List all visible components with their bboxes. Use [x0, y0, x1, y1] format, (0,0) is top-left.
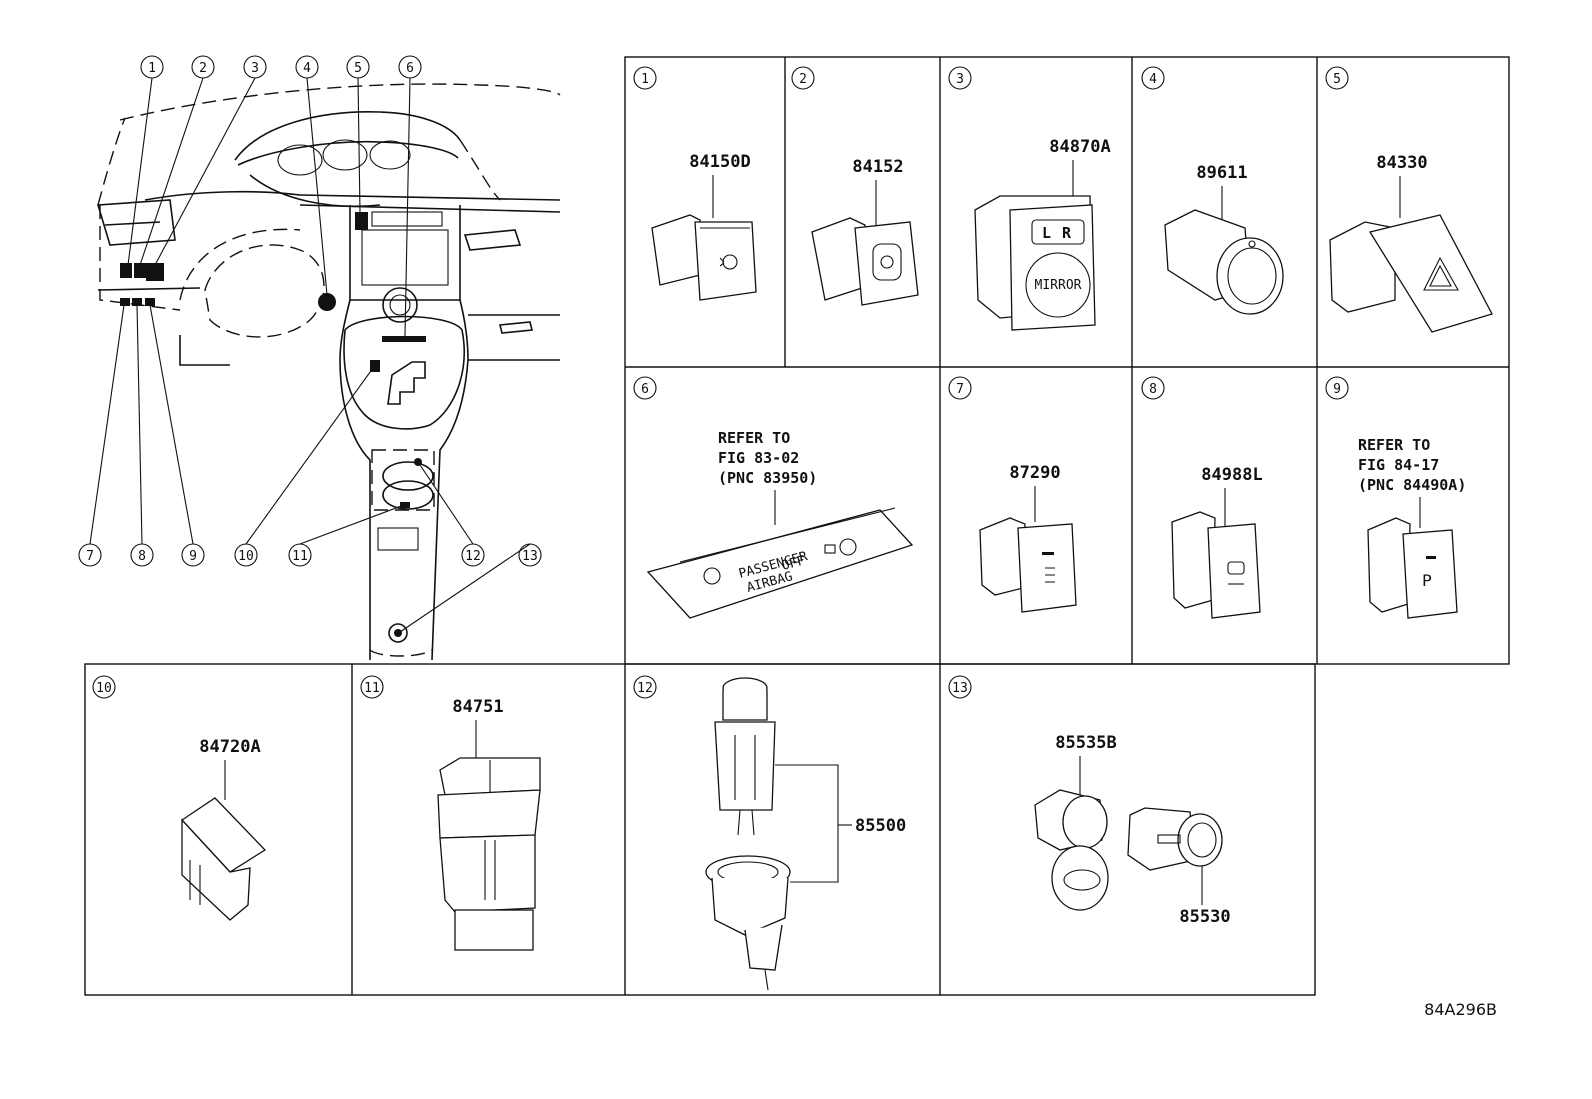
- callout-number: 10: [238, 549, 254, 564]
- cell-number: 4: [1149, 72, 1157, 87]
- cell-1: 1 84150D: [633, 66, 757, 301]
- refer-line: REFER TO: [1358, 436, 1430, 454]
- parking-assist-switch-icon: P: [1367, 517, 1458, 619]
- cell-4: 4 89611: [1141, 66, 1284, 315]
- part-number: 84150D: [689, 152, 750, 172]
- vsc-off-switch-icon: [979, 517, 1077, 613]
- callout-number: 13: [522, 549, 538, 564]
- cell-number: 3: [956, 72, 964, 87]
- cell-10: 10 84720A: [92, 675, 267, 921]
- callout-number: 4: [303, 61, 311, 76]
- callout-number: 9: [189, 549, 197, 564]
- cell-6: 6 REFER TO FIG 83-02 (PNC 83950) PASSENG…: [633, 376, 914, 619]
- cell-3: 3 84870A L R MIRROR: [948, 66, 1111, 331]
- part-number: 87290: [1009, 463, 1060, 483]
- callout-top: 1 2 3 4 5 6: [127, 55, 422, 337]
- mirror-right-label: R: [1062, 224, 1072, 242]
- callout-number: 7: [86, 549, 94, 564]
- cell-number: 10: [96, 681, 112, 696]
- part-number: 84988L: [1201, 465, 1262, 485]
- traction-control-switch-icon: [1171, 511, 1261, 619]
- hazard-switch-icon: [1329, 214, 1493, 333]
- cell-5: 5 84330: [1325, 66, 1493, 333]
- cell-number: 13: [952, 681, 968, 696]
- cigarette-lighter-icon: [705, 677, 791, 991]
- power-outlet-icon: [1034, 789, 1223, 911]
- headlight-leveling-switch-icon: [811, 217, 919, 306]
- part-number: 85500: [855, 816, 906, 836]
- cell-number: 8: [1149, 382, 1157, 397]
- seat-heater-switch-icon: [437, 757, 541, 951]
- cell-number: 9: [1333, 382, 1341, 397]
- overview-callouts: 1 2 3 4 5 6 7 8 9 10 11 12 13: [78, 55, 542, 633]
- start-stop-button-icon: [1164, 209, 1284, 315]
- cell-12: 12 85500: [633, 675, 906, 991]
- mirror-switch-icon: L R MIRROR: [974, 195, 1096, 331]
- sport-mode-switch-icon: [181, 797, 267, 921]
- cell-2: 2 84152: [791, 66, 919, 306]
- callout-bottom: 7 8 9 10 11 12 13: [78, 304, 542, 633]
- fog-light-switch-icon: [651, 214, 757, 301]
- cell-13: 13 85535B 85530: [948, 675, 1231, 927]
- part-number: 84330: [1376, 153, 1427, 173]
- part-number: 84751: [452, 697, 503, 717]
- callout-number: 1: [148, 61, 156, 76]
- part-number: 84152: [852, 157, 903, 177]
- part-number: 84720A: [199, 737, 260, 757]
- callout-number: 12: [465, 549, 481, 564]
- mirror-label: MIRROR: [1035, 278, 1082, 293]
- refer-line: (PNC 84490A): [1358, 476, 1466, 494]
- airbag-indicator-panel-icon: PASSENGER AIRBAG OFF: [646, 507, 914, 619]
- refer-line: (PNC 83950): [718, 469, 817, 487]
- part-number: 84870A: [1049, 137, 1110, 157]
- cell-8: 8 84988L: [1141, 376, 1263, 619]
- parts-grid: [84, 56, 1510, 996]
- cell-number: 7: [956, 382, 964, 397]
- callout-number: 5: [354, 61, 362, 76]
- cell-11: 11 84751: [360, 675, 541, 951]
- callout-number: 2: [199, 61, 207, 76]
- callout-number: 8: [138, 549, 146, 564]
- part-number: 89611: [1196, 163, 1247, 183]
- mirror-left-label: L: [1042, 224, 1051, 242]
- refer-line: FIG 83-02: [718, 449, 799, 467]
- cell-7: 7 87290: [948, 376, 1077, 613]
- cell-number: 6: [641, 382, 649, 397]
- callout-number: 6: [406, 61, 414, 76]
- cell-number: 1: [641, 72, 649, 87]
- callout-number: 11: [292, 549, 308, 564]
- airbag-off-label: OFF: [780, 553, 807, 574]
- cell-number: 12: [637, 681, 653, 696]
- cell-9: 9 REFER TO FIG 84-17 (PNC 84490A) P: [1325, 376, 1466, 619]
- refer-line: REFER TO: [718, 429, 790, 447]
- callout-number: 3: [251, 61, 259, 76]
- part-number: 85530: [1179, 907, 1230, 927]
- refer-line: FIG 84-17: [1358, 456, 1439, 474]
- cell-number: 2: [799, 72, 807, 87]
- part-number: 85535B: [1055, 733, 1116, 753]
- drawing-code: 84A296B: [1424, 1000, 1497, 1019]
- cell-number: 11: [364, 681, 380, 696]
- cell-number: 5: [1333, 72, 1341, 87]
- parking-label: P: [1422, 571, 1432, 590]
- dashboard-overview: [96, 83, 561, 661]
